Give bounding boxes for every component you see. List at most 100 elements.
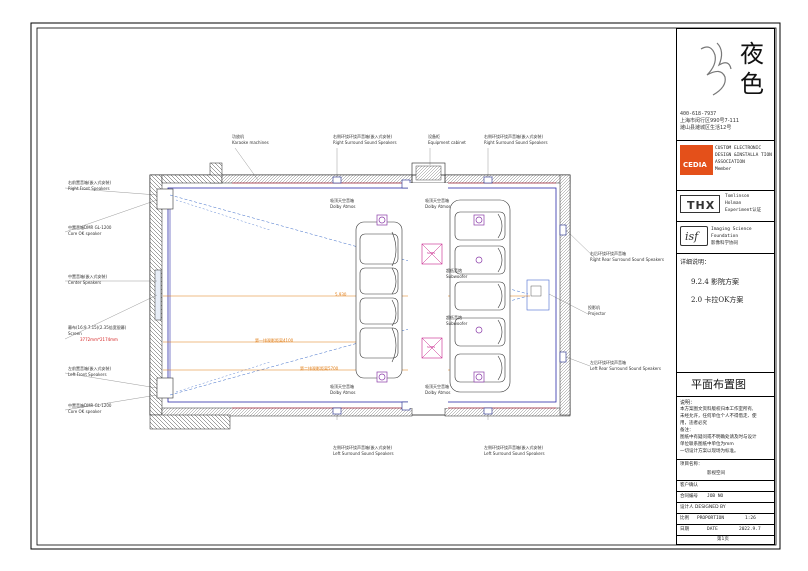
row-job-label: 合同编号 bbox=[680, 494, 698, 499]
notes-line-5: 图纸中有疑问或不明确处请及时与设计 bbox=[680, 435, 757, 440]
project-value: 影视空间 bbox=[707, 471, 725, 476]
label-equipment-en: Equipment cabinet bbox=[428, 140, 466, 145]
label-core-ok-2-cn: 中置音箱DMR GL-1200 bbox=[68, 403, 112, 408]
inner-border bbox=[36, 27, 777, 546]
notes-line-3: 用，违者必究 bbox=[680, 421, 707, 426]
label-right-front-en: Right Front Speakers bbox=[68, 186, 110, 191]
right-front-speaker bbox=[156, 188, 174, 210]
label-right-rear-cn: 右后环绕环绕声音箱 bbox=[590, 251, 626, 256]
notes-line-2: 未经允许，任何单位个人不得借走、使 bbox=[680, 414, 757, 419]
isf-text-2: Foundation bbox=[711, 234, 739, 239]
label-right-surround-1-cn: 右侧环绕环绕声音箱(嵌入式安装) bbox=[333, 134, 393, 139]
label-atmos-4-cn: 吸顶天空音箱 bbox=[425, 384, 449, 389]
row-date-value: DATE bbox=[707, 527, 718, 532]
brand-address-1: 上海市闵行区990号7-111 bbox=[680, 118, 740, 124]
dimension-row-1: 第一排观影距离4100 bbox=[255, 338, 294, 343]
thx-text-1: Tomlinson bbox=[725, 194, 750, 199]
brand-logo-icon bbox=[700, 42, 732, 96]
label-right-rear-en: Right Rear Surround Sound Speakers bbox=[590, 257, 664, 262]
label-equipment-cn: 设备柜 bbox=[428, 134, 440, 139]
label-right-surround-2-en: Right Surround Sound Speakers bbox=[484, 140, 548, 145]
subwoofer-1 bbox=[421, 243, 443, 265]
label-atmos-2-en: Dolby Atmos bbox=[425, 204, 451, 209]
top-wall-left bbox=[161, 174, 223, 184]
details-item-2: 2.0 卡拉OK方案 bbox=[691, 296, 744, 304]
label-projector-cn: 投影机 bbox=[588, 305, 600, 310]
row-client-label: 客户确认 bbox=[680, 483, 698, 488]
thx-logo-icon: THX bbox=[680, 195, 720, 213]
label-center-cn: 中置音箱(嵌入式安装) bbox=[68, 274, 108, 279]
notes-heading: 说明： bbox=[680, 400, 696, 406]
title-block: 夜色 400-618-7937 上海市闵行区990号7-111 潍山县潍城区生活… bbox=[676, 28, 775, 545]
label-core-ok-1-en: Core OK speaker bbox=[68, 231, 102, 236]
isf-logo-icon: isf bbox=[680, 226, 708, 246]
cedia-logo-text: CEDIA bbox=[683, 161, 707, 169]
label-left-front-en: Left Front Speakers bbox=[68, 372, 107, 377]
label-atmos-3-cn: 吸顶天空音箱 bbox=[330, 384, 354, 389]
isf-text-1: Imaging Science bbox=[711, 227, 752, 232]
label-right-surround-1-en: Right Surround Sound Speakers bbox=[333, 140, 397, 145]
label-karaoke-en: Karaoke machines bbox=[232, 140, 269, 145]
sub-tag-1: SUBS bbox=[427, 251, 436, 255]
label-center-en: Center Speakers bbox=[68, 280, 102, 285]
label-core-ok-2-en: Core OK speaker bbox=[68, 409, 102, 414]
label-screen-en: Screen bbox=[68, 331, 82, 336]
row-job-value: JOB NO bbox=[707, 494, 724, 499]
row-scale-extra: 1:26 bbox=[745, 516, 756, 521]
row-scale-value: PROPORTION bbox=[697, 516, 725, 521]
label-left-surround-2-en: Left Surround Sound Speakers bbox=[484, 451, 545, 456]
label-atmos-1-en: Dolby Atmos bbox=[330, 204, 356, 209]
notes-line-4: 备注： bbox=[680, 428, 694, 433]
outer-border bbox=[30, 22, 781, 550]
brand-address-2: 潍山县潍城区生活12号 bbox=[680, 125, 732, 131]
projector bbox=[526, 279, 550, 311]
dimension-screen-projector: 5,930 bbox=[335, 292, 347, 297]
brand-phone: 400-618-7937 bbox=[680, 111, 717, 117]
thx-text-2: Holman bbox=[725, 201, 742, 206]
seat-row-2 bbox=[449, 199, 511, 393]
row-date-extra: 2022.9.7 bbox=[739, 527, 761, 532]
cedia-text-1: CUSTOM ELECTRONIC bbox=[715, 146, 762, 151]
project-label: 项目名称： bbox=[680, 462, 703, 467]
acoustic-panel-line bbox=[167, 187, 557, 403]
isf-text-3: 影像科学协同 bbox=[711, 241, 738, 246]
row-scale-label: 比例 bbox=[680, 516, 689, 521]
thx-logo-text: THX bbox=[687, 199, 716, 212]
cedia-logo-icon: CEDIA bbox=[680, 145, 713, 175]
label-left-surround-2-cn: 左侧环绕环绕声音箱(嵌入式安装) bbox=[484, 445, 544, 450]
label-right-front-cn: 右前置音箱(嵌入式安装) bbox=[68, 180, 112, 185]
details-item-1: 9.2.4 影院方案 bbox=[691, 278, 740, 286]
label-karaoke-cn: 功放机 bbox=[232, 134, 244, 139]
screen bbox=[154, 269, 162, 321]
details-title: 详细说明： bbox=[680, 259, 711, 266]
top-wall-mid bbox=[221, 174, 413, 184]
label-left-rear-cn: 左后环绕环绕声音箱 bbox=[590, 360, 626, 365]
brand-name: 夜色 bbox=[740, 40, 764, 98]
label-sub-1-cn: 超低音炮 bbox=[446, 268, 462, 273]
label-atmos-3-en: Dolby Atmos bbox=[330, 390, 356, 395]
sub-tag-2: SUBS bbox=[427, 345, 436, 349]
label-left-surround-1-en: Left Surround Sound Speakers bbox=[333, 451, 394, 456]
row-designer-label: 设计人 DESIGNED BY bbox=[680, 505, 726, 510]
label-sub-2-cn: 超低音炮 bbox=[446, 315, 462, 320]
page-number: 第1页 bbox=[717, 537, 729, 542]
cedia-text-4: Member bbox=[715, 167, 732, 172]
label-left-rear-en: Left Rear Surround Sound Speakers bbox=[590, 366, 661, 371]
isf-logo-text: isf bbox=[685, 230, 699, 243]
label-screen-cn: 幕布(16:9 7.15)(2.35倍宽银幕) bbox=[68, 325, 127, 330]
label-atmos-4-en: Dolby Atmos bbox=[425, 390, 451, 395]
label-sub-1-en: Subwoofer bbox=[446, 274, 468, 279]
seat-row-1 bbox=[355, 221, 403, 379]
top-wall-right bbox=[444, 174, 571, 184]
label-left-surround-1-cn: 左侧环绕环绕声音箱(嵌入式安装) bbox=[333, 445, 393, 450]
label-atmos-2-cn: 吸顶天空音箱 bbox=[425, 198, 449, 203]
cedia-text-2: DESIGN &INSTALLA TION bbox=[715, 153, 772, 158]
plan-title: 平面布置图 bbox=[691, 378, 746, 391]
label-left-front-cn: 左前置音箱(嵌入式安装) bbox=[68, 366, 112, 371]
notes-line-1: 本方案图文资料版权归本工作室所有, bbox=[680, 407, 754, 412]
thx-text-3: Experiment认证 bbox=[725, 208, 762, 213]
right-wall bbox=[559, 174, 571, 416]
cedia-text-3: ASSOCIATION bbox=[715, 160, 745, 165]
